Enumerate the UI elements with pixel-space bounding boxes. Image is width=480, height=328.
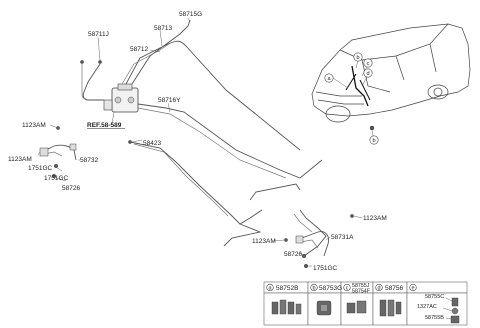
svg-text:58754F: 58754F — [352, 289, 371, 295]
label-58732: 58732 — [80, 157, 98, 164]
svg-text:a: a — [268, 286, 272, 292]
label-58712: 58712 — [130, 46, 148, 53]
svg-text:d: d — [366, 71, 369, 77]
label-1123AM-c: 1123AM — [363, 215, 387, 222]
label-58716Y: 58716Y — [158, 97, 181, 104]
label-58423: 58423 — [143, 140, 161, 147]
svg-text:58753G: 58753G — [319, 285, 342, 292]
label-58731A: 58731A — [331, 234, 354, 241]
svg-text:58755J: 58755J — [352, 283, 370, 289]
label-1751GC-a: 1751GC — [28, 165, 53, 172]
callout-a-vehicle: a — [324, 73, 334, 83]
svg-text:c: c — [367, 61, 370, 67]
legend-header-c: c 58755J 58754F — [343, 283, 371, 295]
svg-text:d: d — [377, 286, 380, 292]
label-58726-a: 58726 — [62, 185, 80, 192]
brake-tube-lines — [80, 19, 327, 257]
label-58715G: 58715G — [179, 11, 202, 18]
label-ref-58-589: REF.58-589 — [87, 122, 122, 129]
label-1123AM-d: 1123AM — [252, 238, 276, 245]
callout-c-vehicle: c — [363, 58, 373, 68]
label-58726-b: 58726 — [284, 251, 302, 258]
parts-legend-table: a 58752B b 58753G c 58755J 58754F d 5875… — [263, 281, 468, 326]
legend-e-item-3: 58755B — [425, 315, 444, 321]
callout-d-vehicle: d — [363, 68, 373, 78]
double-clip-icon — [346, 300, 367, 314]
svg-text:e: e — [411, 286, 414, 292]
legend-header-a: a 58752B — [266, 283, 298, 292]
label-58711J: 58711J — [88, 31, 109, 38]
clip-icon — [271, 299, 302, 315]
legend-e-item-1: 58755C — [425, 294, 444, 300]
svg-text:b: b — [356, 55, 359, 61]
retainer-assembly-icon — [442, 297, 460, 324]
legend-e-item-2: 1327AC — [417, 304, 437, 310]
label-1751GC-b: 1751GC — [44, 175, 69, 182]
legend-header-e: e — [409, 283, 417, 292]
svg-text:58756: 58756 — [385, 285, 403, 292]
front-hose-assembly-left — [39, 126, 77, 178]
label-58713: 58713 — [154, 25, 172, 32]
label-1123AM-b: 1123AM — [8, 156, 32, 163]
legend-header-d: d 58756 — [375, 283, 403, 292]
svg-text:a: a — [327, 76, 331, 82]
label-1751GC-c: 1751GC — [313, 265, 338, 272]
callout-b-vehicle: b — [353, 52, 363, 62]
hydraulic-unit-icon — [103, 83, 139, 113]
callout-b2-vehicle: b — [369, 135, 379, 145]
bracket-icon — [379, 299, 402, 317]
grommet-icon — [316, 300, 332, 316]
vehicle-outline-icon — [311, 23, 471, 131]
leader-lines — [37, 17, 363, 267]
svg-text:b: b — [372, 138, 375, 144]
legend-header-b: b 58753G — [310, 283, 342, 292]
svg-text:b: b — [312, 286, 315, 292]
svg-text:c: c — [346, 286, 349, 292]
svg-text:58752B: 58752B — [276, 285, 298, 292]
label-1123AM-a: 1123AM — [22, 122, 46, 129]
rear-hose-assembly-right — [284, 214, 354, 269]
